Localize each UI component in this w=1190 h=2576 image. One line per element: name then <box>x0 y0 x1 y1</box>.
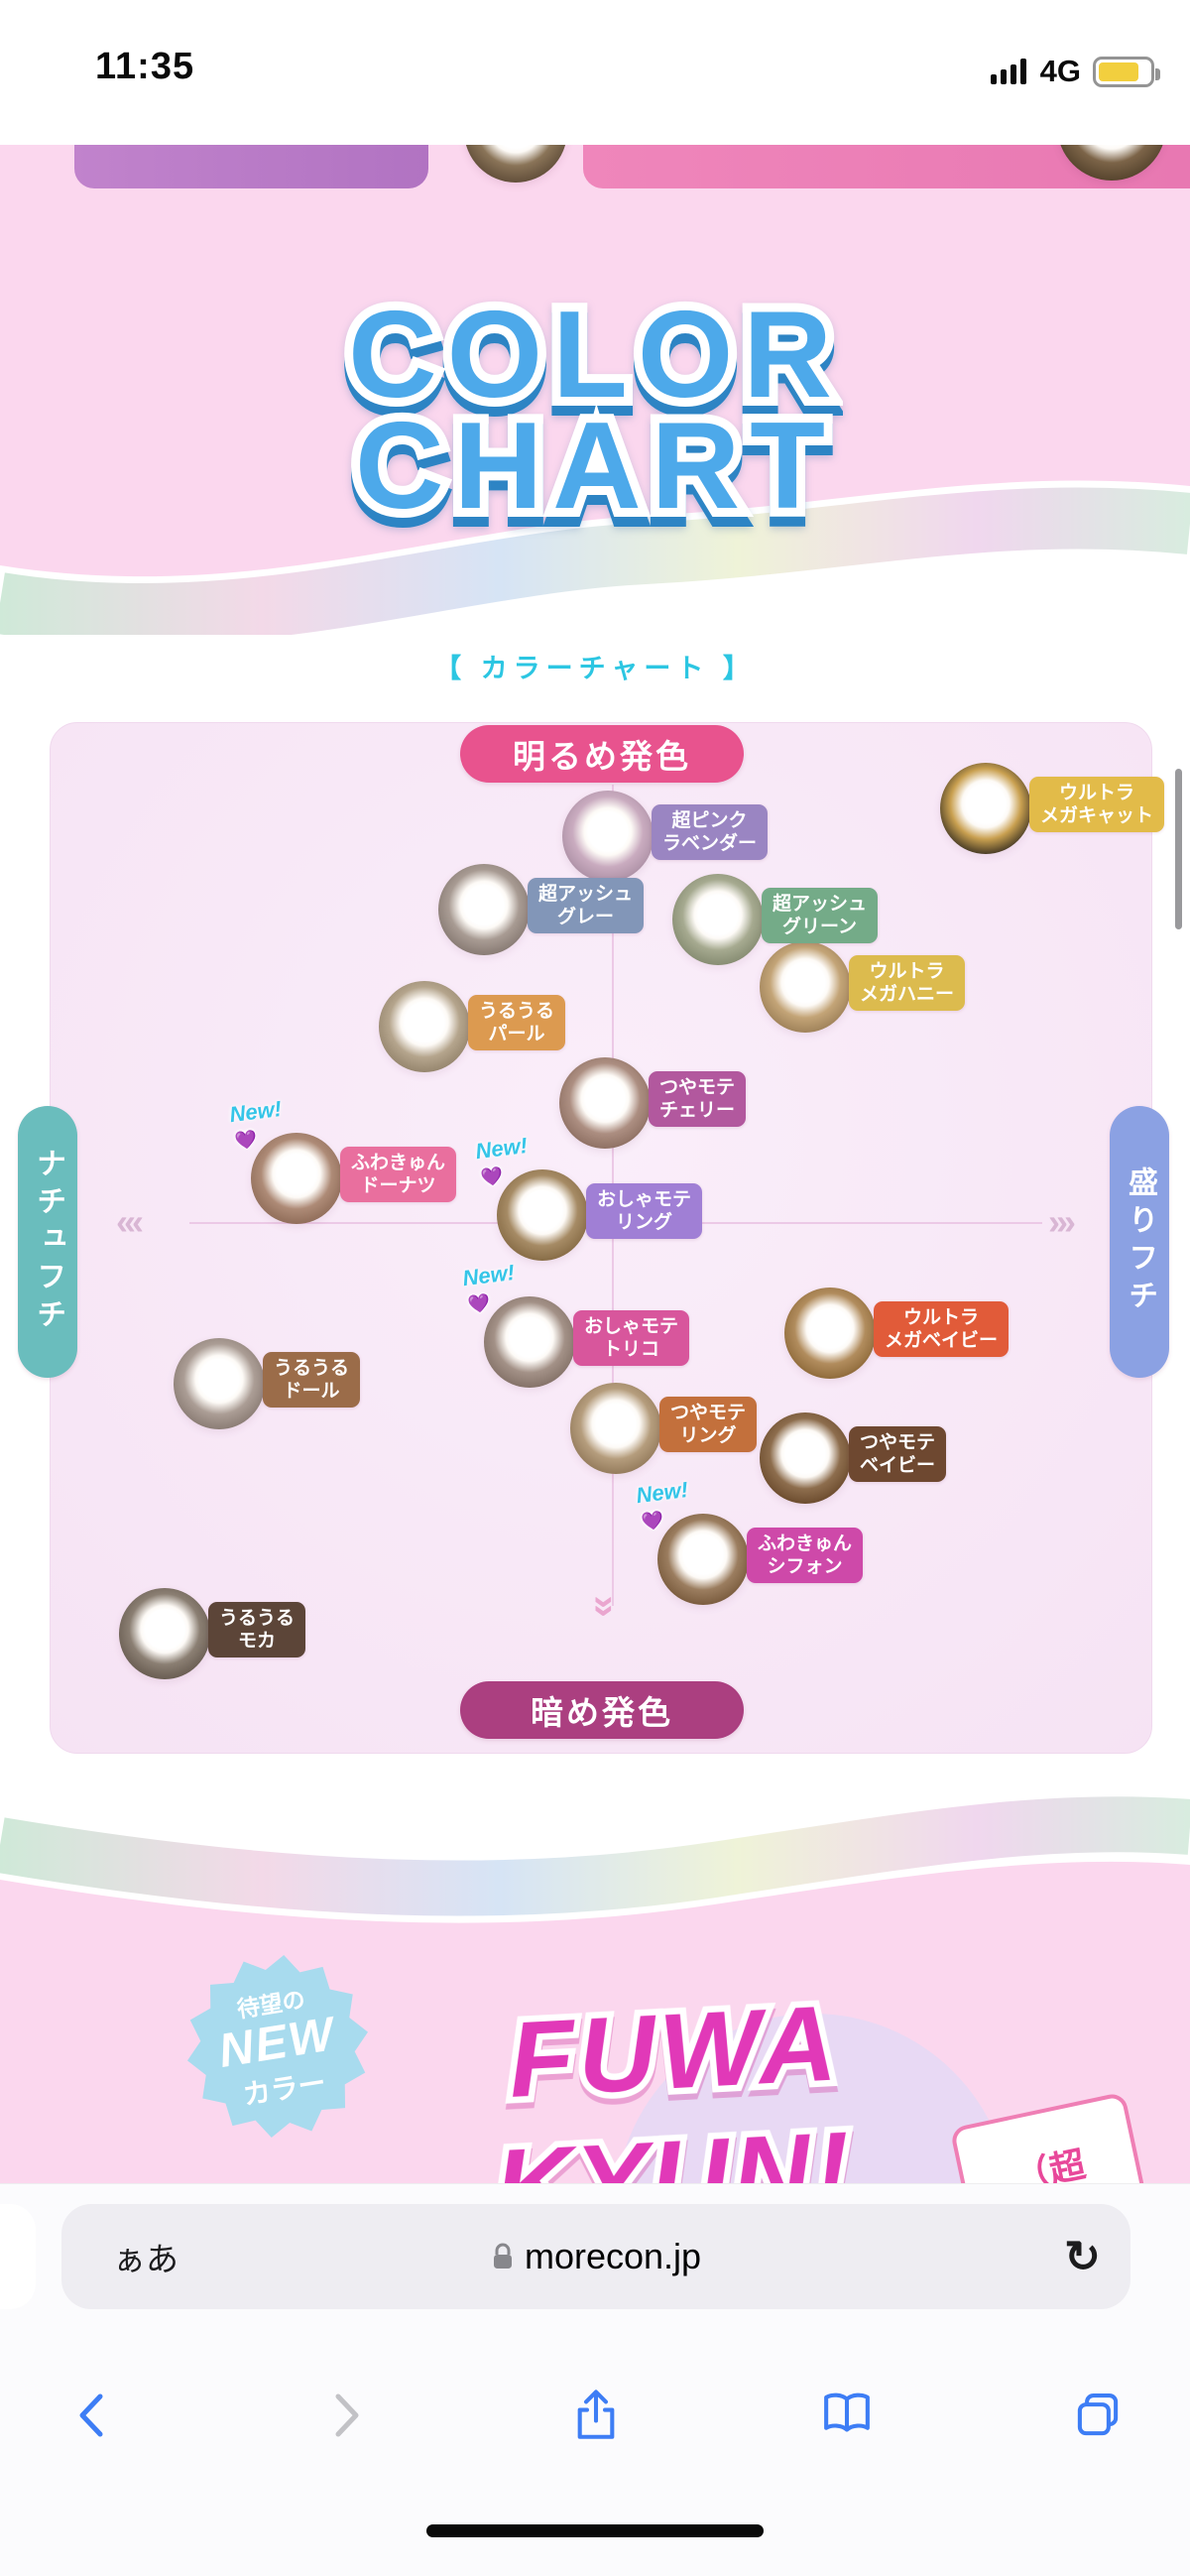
new-badge: New!💜 <box>474 1132 530 1188</box>
lens-label: ウルトラメガハニー <box>849 955 966 1012</box>
forward-button[interactable] <box>300 2371 390 2460</box>
back-button[interactable] <box>49 2371 138 2460</box>
lens-photo <box>760 1412 851 1504</box>
right-arrows-icon: ››› <box>1048 1201 1076 1242</box>
logo-line2-outline: CHART <box>346 396 835 537</box>
reload-button[interactable]: ↻ <box>1064 2232 1101 2281</box>
chart-subtitle: 【 カラーチャート 】 <box>434 654 756 683</box>
logo-line1: COLOR <box>348 287 842 424</box>
share-button[interactable] <box>551 2371 641 2460</box>
page-scrollbar[interactable] <box>1175 769 1182 929</box>
reader-options-button[interactable]: ぁあ <box>113 2241 178 2277</box>
lock-icon <box>493 2243 512 2269</box>
home-indicator[interactable] <box>426 2524 764 2537</box>
lens-label: つやモテチェリー <box>649 1071 747 1128</box>
axis-bottom-label: 暗め発色 <box>460 1681 744 1739</box>
lens-label: ウルトラメガキャット <box>1029 777 1165 833</box>
lens-photo <box>438 864 530 955</box>
lens-photo <box>379 981 470 1072</box>
heart-icon: 💜 <box>233 1129 259 1152</box>
lens-label: おしゃモテトリコ <box>573 1310 690 1367</box>
network-type: 4G <box>1039 54 1081 88</box>
heart-icon: 💜 <box>466 1292 492 1315</box>
lens-label: 超アッシュグリーン <box>762 888 879 944</box>
partial-card <box>74 145 428 188</box>
lens-photo <box>251 1133 342 1224</box>
axis-top-label: 明るめ発色 <box>460 725 744 783</box>
new-color-badge: 待望の NEW カラー <box>170 1938 385 2153</box>
lens-photo <box>672 874 764 965</box>
logo-line1-outline: COLOR <box>339 285 842 426</box>
axis-right-label: 盛りフチ <box>1110 1106 1169 1378</box>
bookmarks-button[interactable] <box>802 2371 892 2460</box>
heart-icon: 💜 <box>640 1510 665 1533</box>
clock: 11:35 <box>95 46 195 87</box>
lens-label: 超アッシュグレー <box>528 878 645 934</box>
lens-photo <box>562 791 654 882</box>
lens-photo <box>784 1288 876 1379</box>
lens-photo <box>484 1296 575 1388</box>
status-bar: 11:35 4G <box>0 0 1190 145</box>
safari-bottom-bar: ぁあ morecon.jp ↻ <box>0 2183 1190 2576</box>
lens-photo <box>760 941 851 1033</box>
lens-photo <box>119 1588 210 1679</box>
axis-left-label: ナチュフチ <box>18 1106 77 1378</box>
lens-label: おしゃモテリング <box>586 1183 703 1240</box>
promo-title1: FUWA <box>506 1982 843 2120</box>
safari-toolbar <box>0 2341 1190 2490</box>
lens-photo <box>657 1514 749 1605</box>
lens-photo <box>570 1383 661 1474</box>
lens-label: 超ピンクラベンダー <box>652 804 769 861</box>
lens-label: うるうるパール <box>468 995 566 1051</box>
lens-label: ふわきゅんドーナツ <box>340 1147 457 1203</box>
lens-label: つやモテリング <box>659 1397 758 1453</box>
left-arrows-icon: ‹‹‹ <box>116 1201 144 1242</box>
logo-line2: CHART <box>355 398 835 535</box>
cellular-signal-icon <box>990 59 1026 84</box>
lens-photo <box>559 1057 651 1149</box>
lens-photo <box>940 763 1031 854</box>
lens-label: うるうるドール <box>263 1352 361 1409</box>
holo-wave-bottom <box>0 1796 1190 2004</box>
new-badge: New!💜 <box>635 1476 690 1533</box>
new-badge: New!💜 <box>461 1259 517 1315</box>
holo-wave-top <box>0 377 1190 635</box>
battery-icon <box>1093 56 1160 87</box>
adjacent-tab-edge[interactable] <box>0 2204 36 2309</box>
lens-label: つやモテベイビー <box>849 1426 947 1483</box>
tabs-button[interactable] <box>1053 2371 1142 2460</box>
lens-photo <box>497 1169 588 1261</box>
lens-label: ウルトラメガベイビー <box>874 1301 1010 1358</box>
lens-label: ふわきゅんシフォン <box>747 1528 864 1584</box>
heart-icon: 💜 <box>479 1165 505 1188</box>
lens-label: うるうるモカ <box>208 1602 306 1658</box>
down-arrows-icon: » <box>583 1595 628 1618</box>
chart-canvas: ‹‹‹ ››› » 明るめ発色 暗め発色 ナチュフチ 盛りフチ 超ピンクラベンダ… <box>18 722 1169 1754</box>
new-badge: New!💜 <box>228 1095 284 1152</box>
address-bar[interactable]: ぁあ morecon.jp ↻ <box>61 2204 1130 2309</box>
lens-photo <box>174 1338 265 1429</box>
url-text[interactable]: morecon.jp <box>524 2236 702 2276</box>
